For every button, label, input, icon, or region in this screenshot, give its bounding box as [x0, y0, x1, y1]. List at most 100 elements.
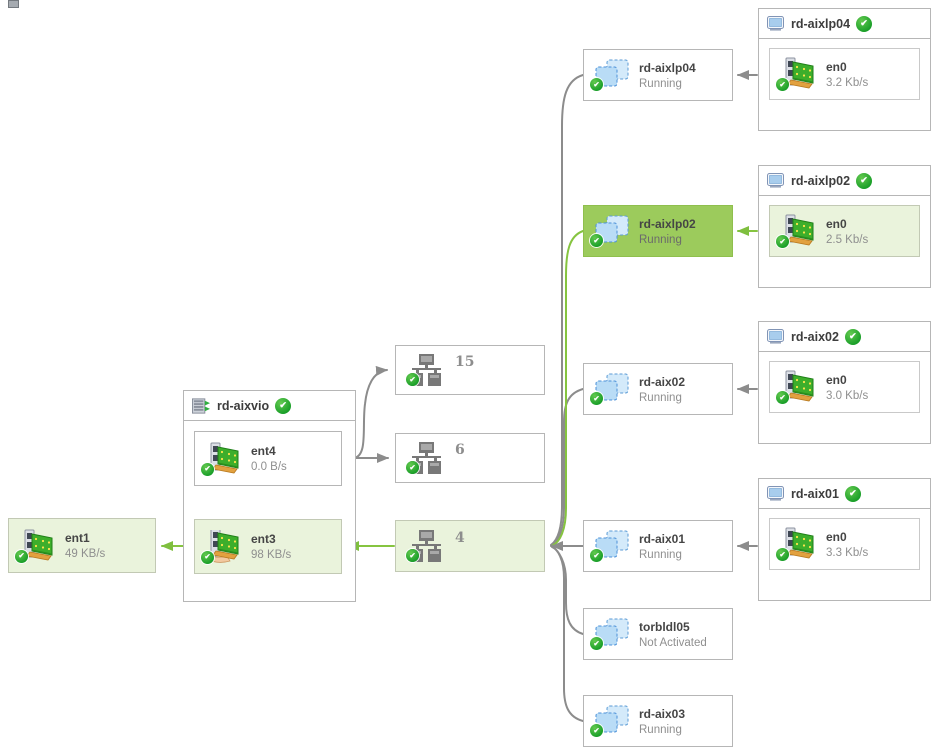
host-group-title: rd-aixlp04	[791, 16, 851, 31]
vm-node-rd-aix01[interactable]: ✔ rd-aix01 Running	[583, 520, 733, 572]
adapter-label: en0	[826, 216, 847, 231]
adapter-rate: 3.3 Kb/s	[826, 546, 869, 559]
virtual-machine-icon: ✔	[590, 59, 631, 91]
network-adapter-icon: ✔	[776, 214, 815, 248]
status-ok-icon: ✔	[590, 637, 603, 650]
edge-ent4-to-switch15	[342, 365, 388, 459]
status-ok-icon: ✔	[776, 78, 789, 91]
vm-name: rd-aix01	[639, 531, 686, 546]
edge-vm-lp04-to-switch4	[550, 74, 584, 546]
virtual-machine-icon: ✔	[590, 618, 631, 650]
virtual-switch-icon: ✔	[406, 354, 443, 386]
host-computer-icon	[767, 173, 785, 188]
edge-vm-torbldl05-to-switch4	[551, 546, 584, 635]
host-computer-icon	[767, 329, 785, 344]
switch-label: 6	[455, 442, 465, 458]
adapter-label: en0	[826, 529, 847, 544]
adapter-node-en0[interactable]: ✔ en0 2.5 Kb/s	[769, 205, 920, 257]
virtual-machine-icon: ✔	[590, 373, 631, 405]
host-group-rd-aix02[interactable]: rd-aix02 ✔ ✔ en0 3.0 Kb/s	[758, 321, 931, 444]
host-group-header: rd-aixlp02 ✔	[759, 166, 930, 196]
vm-node-torbldl05[interactable]: ✔ torbldl05 Not Activated	[583, 608, 733, 660]
virtual-machine-icon: ✔	[590, 215, 631, 247]
window-corner-icon	[8, 0, 19, 8]
status-ok-icon: ✔	[15, 549, 28, 563]
adapter-label: ent3	[251, 532, 276, 546]
status-ok-icon: ✔	[590, 78, 603, 91]
adapter-node-en0[interactable]: ✔ en0 3.2 Kb/s	[769, 48, 920, 100]
adapter-label: en0	[826, 59, 847, 74]
shared-network-adapter-icon: ✔	[201, 530, 240, 564]
adapter-node-ent4[interactable]: ✔ ent4 0.0 B/s	[194, 431, 342, 486]
status-ok-icon: ✔	[856, 15, 873, 32]
host-group-title: rd-aix02	[791, 329, 839, 344]
adapter-rate: 49 KB/s	[65, 548, 106, 560]
virtual-machine-icon: ✔	[590, 530, 631, 562]
vm-name: rd-aix03	[639, 706, 686, 721]
host-group-rd-aixlp02[interactable]: rd-aixlp02 ✔ ✔ en0 2.5 Kb/s	[758, 165, 931, 288]
status-ok-icon: ✔	[275, 397, 292, 414]
status-ok-icon: ✔	[856, 172, 873, 189]
status-ok-icon: ✔	[406, 549, 419, 562]
edge-vm-aix02-to-switch4	[551, 388, 584, 546]
network-adapter-icon: ✔	[776, 370, 815, 404]
switch-label: 4	[455, 530, 465, 546]
edge-vm-lp02-to-switch4	[551, 230, 584, 547]
status-ok-icon: ✔	[844, 328, 861, 345]
status-ok-icon: ✔	[406, 461, 419, 474]
adapter-rate: 98 KB/s	[251, 549, 292, 561]
status-ok-icon: ✔	[590, 234, 603, 247]
status-ok-icon: ✔	[590, 724, 603, 737]
vio-server-icon	[192, 398, 211, 414]
adapter-node-en0[interactable]: ✔ en0 3.3 Kb/s	[769, 518, 920, 570]
host-group-header: rd-aix01 ✔	[759, 479, 930, 509]
vm-name: rd-aix02	[639, 374, 686, 389]
host-computer-icon	[767, 16, 785, 31]
virtual-machine-icon: ✔	[590, 705, 631, 737]
network-adapter-icon: ✔	[201, 442, 240, 476]
edge-vm-aix03-to-switch4	[550, 545, 584, 722]
vm-node-rd-aix02[interactable]: ✔ rd-aix02 Running	[583, 363, 733, 415]
vio-group-title: rd-aixvio	[217, 398, 270, 413]
status-ok-icon: ✔	[776, 548, 789, 561]
vio-server-group[interactable]: rd-aixvio ✔ ✔ ent4 0.0 B/s ✔ ent3 98 KB/…	[183, 390, 356, 602]
adapter-rate: 0.0 B/s	[251, 461, 287, 473]
adapter-label: ent4	[251, 444, 276, 458]
network-adapter-icon: ✔	[15, 529, 54, 563]
vm-name: rd-aixlp02	[639, 216, 696, 231]
vm-status: Running	[639, 233, 682, 246]
adapter-node-ent3[interactable]: ✔ ent3 98 KB/s	[194, 519, 342, 574]
status-ok-icon: ✔	[776, 235, 789, 248]
status-ok-icon: ✔	[201, 550, 214, 564]
vm-status: Running	[639, 548, 682, 561]
vm-status: Running	[639, 77, 682, 90]
virtual-switch-icon: ✔	[406, 530, 443, 562]
switch-node-15[interactable]: ✔ 15	[395, 345, 545, 395]
adapter-node-ent1[interactable]: ✔ ent1 49 KB/s	[8, 518, 156, 573]
vm-status: Running	[639, 723, 682, 736]
host-group-header: rd-aixlp04 ✔	[759, 9, 930, 39]
status-ok-icon: ✔	[406, 373, 419, 386]
switch-node-6[interactable]: ✔ 6	[395, 433, 545, 483]
network-adapter-icon: ✔	[776, 527, 815, 561]
vm-node-rd-aixlp04[interactable]: ✔ rd-aixlp04 Running	[583, 49, 733, 101]
network-adapter-icon: ✔	[776, 57, 815, 91]
switch-label: 15	[455, 354, 475, 370]
status-ok-icon: ✔	[590, 549, 603, 562]
host-group-title: rd-aix01	[791, 486, 839, 501]
vm-status: Not Activated	[639, 636, 707, 649]
vm-status: Running	[639, 391, 682, 404]
status-ok-icon: ✔	[844, 485, 861, 502]
status-ok-icon: ✔	[590, 392, 603, 405]
adapter-node-en0[interactable]: ✔ en0 3.0 Kb/s	[769, 361, 920, 413]
host-group-rd-aixlp04[interactable]: rd-aixlp04 ✔ ✔ en0 3.2 Kb/s	[758, 8, 931, 131]
adapter-label: en0	[826, 372, 847, 387]
vio-group-header: rd-aixvio ✔	[184, 391, 355, 421]
host-group-rd-aix01[interactable]: rd-aix01 ✔ ✔ en0 3.3 Kb/s	[758, 478, 931, 601]
switch-node-4[interactable]: ✔ 4	[395, 520, 545, 572]
vm-name: rd-aixlp04	[639, 60, 696, 75]
vm-node-rd-aixlp02[interactable]: ✔ rd-aixlp02 Running	[583, 205, 733, 257]
vm-node-rd-aix03[interactable]: ✔ rd-aix03 Running	[583, 695, 733, 747]
virtual-switch-icon: ✔	[406, 442, 443, 474]
